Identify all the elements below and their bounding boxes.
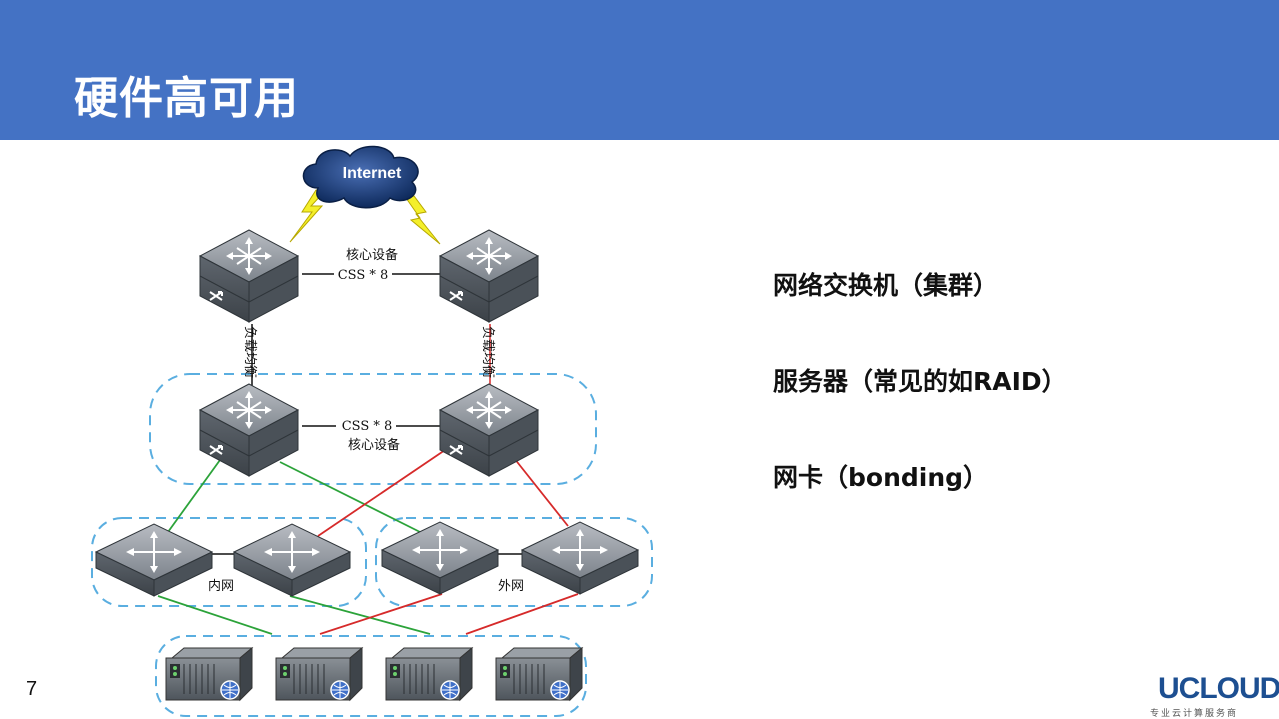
access-switch-icon — [233, 523, 351, 597]
network-diagram: Internet 核心设备 CSS * 8 负载均衡 负载均衡 CSS * 8 … — [91, 145, 653, 717]
access-switch-icon — [95, 523, 213, 597]
server-icon — [275, 647, 363, 701]
inner-net-label: 内网 — [208, 578, 234, 594]
core-switch-icon — [439, 229, 539, 323]
core-switch-icon — [199, 229, 299, 323]
right-load-balance-label: 负载均衡 — [480, 326, 495, 378]
server-icon — [385, 647, 473, 701]
internet-cloud-icon: Internet — [302, 145, 419, 209]
green-links — [157, 459, 431, 635]
core-switch-icon — [199, 383, 299, 477]
outer-net-outline — [375, 517, 653, 607]
bullet-nic: 网卡（bonding） — [773, 463, 989, 492]
top-css-label: CSS * 8 — [338, 268, 389, 283]
server-icon — [495, 647, 583, 701]
page-number: 7 — [26, 678, 38, 700]
bullet-network-switch: 网络交换机（集群） — [773, 271, 999, 300]
header-bar — [0, 0, 1279, 140]
access-switch-icon — [521, 521, 639, 595]
bullet-server: 服务器（常见的如RAID） — [773, 367, 1067, 396]
top-core-label: 核心设备 — [346, 247, 398, 263]
cloud-label: Internet — [343, 165, 402, 182]
logo-subtitle: 专业云计算服务商 — [1150, 709, 1239, 719]
mid-core-label: 核心设备 — [348, 437, 400, 453]
logo-text: UCLOUD — [1158, 672, 1279, 705]
mid-css-label: CSS * 8 — [342, 419, 393, 434]
left-load-balance-label: 负载均衡 — [242, 326, 257, 378]
ucloud-logo: UCLOUD 专业云计算服务商 — [1140, 670, 1279, 719]
core-switch-icon — [439, 383, 539, 477]
slide-title: 硬件高可用 — [74, 73, 299, 124]
server-icon — [165, 647, 253, 701]
inner-net-outline — [91, 517, 367, 607]
red-links — [317, 447, 579, 635]
server-group-outline — [155, 635, 587, 717]
outer-net-label: 外网 — [498, 579, 524, 594]
access-switch-icon — [381, 521, 499, 595]
core-cluster-outline — [149, 373, 597, 485]
lightning-icon — [405, 195, 441, 245]
